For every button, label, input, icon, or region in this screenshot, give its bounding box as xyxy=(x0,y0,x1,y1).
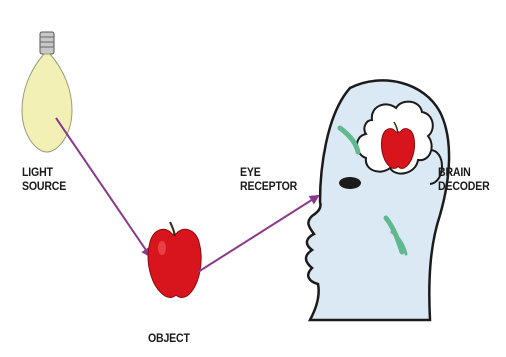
eye-receptor-label: EYE RECEPTOR xyxy=(240,165,297,193)
apple-icon xyxy=(148,222,201,298)
object-to-eye-arrow xyxy=(198,196,318,272)
brain-decoder-label-line1: BRAIN xyxy=(438,165,490,179)
human-head-icon xyxy=(306,80,449,320)
brain-apple-icon xyxy=(381,129,414,169)
eye-icon xyxy=(339,177,361,189)
light-to-object-arrow xyxy=(56,118,150,256)
eye-receptor-label-line2: RECEPTOR xyxy=(240,179,297,193)
brain-decoder-label: BRAIN DECODER xyxy=(438,165,490,193)
eye-receptor-label-line1: EYE xyxy=(240,165,297,179)
light-source-label: LIGHT SOURCE xyxy=(22,165,66,193)
brain-decoder-label-line2: DECODER xyxy=(438,179,490,193)
object-label-text: OBJECT xyxy=(148,331,190,345)
object-label: OBJECT xyxy=(148,331,190,345)
light-source-label-line1: LIGHT xyxy=(22,165,66,179)
light-bulb-icon xyxy=(22,32,72,152)
light-source-label-line2: SOURCE xyxy=(22,179,66,193)
